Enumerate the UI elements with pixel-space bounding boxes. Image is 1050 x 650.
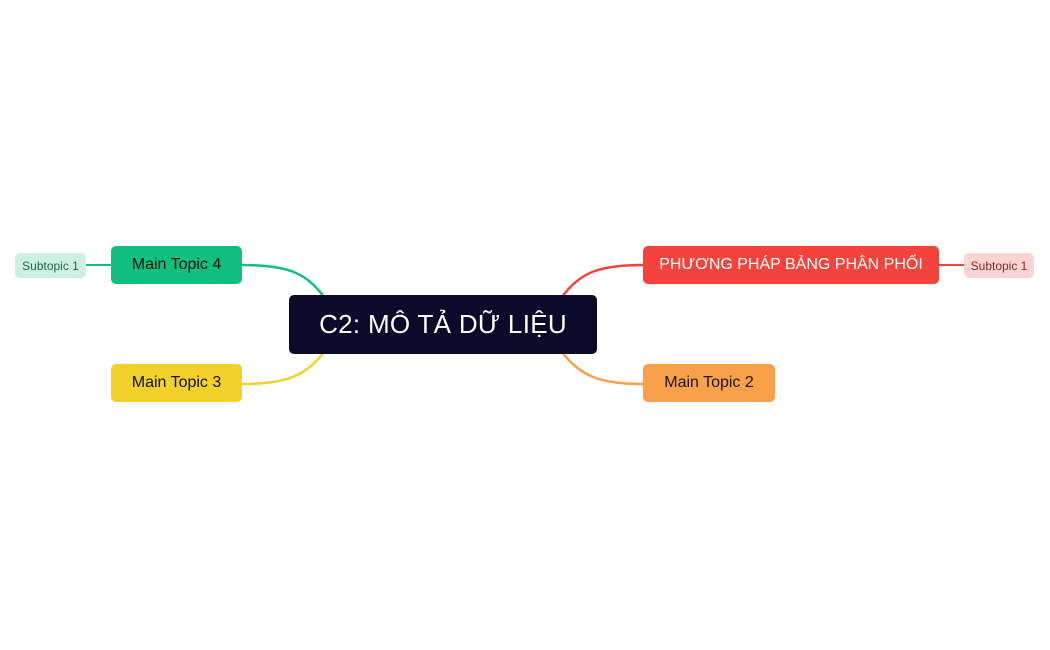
subtopic-right[interactable]: Subtopic 1: [964, 253, 1034, 278]
central-topic[interactable]: C2: MÔ TẢ DỮ LIỆU: [289, 295, 597, 354]
topic-label: Main Topic 4: [131, 256, 222, 273]
connector-central-to-topic-orange: [561, 351, 644, 386]
connector-central-to-topic-red: [560, 263, 644, 298]
topic-main-topic-4[interactable]: Main Topic 4: [111, 246, 242, 284]
topic-label: Main Topic 2: [664, 374, 754, 391]
topic-phuong-phap-bang-phan-phoi[interactable]: PHƯƠNG PHÁP BẢNG PHÂN PHỐI: [643, 246, 939, 284]
connector-central-to-topic-yellow: [241, 351, 325, 386]
central-topic-label: C2: MÔ TẢ DỮ LIỆU: [319, 309, 567, 339]
subtopic-label: Subtopic 1: [970, 258, 1028, 273]
connector-central-to-topic-green: [241, 263, 326, 298]
topic-label: Main Topic 3: [131, 374, 222, 391]
topic-main-topic-2[interactable]: Main Topic 2: [643, 364, 775, 402]
subtopic-label: Subtopic 1: [22, 258, 79, 273]
topic-label: PHƯƠNG PHÁP BẢNG PHÂN PHỐI: [659, 256, 923, 273]
topic-main-topic-3[interactable]: Main Topic 3: [111, 364, 242, 402]
subtopic-left[interactable]: Subtopic 1: [15, 253, 86, 278]
